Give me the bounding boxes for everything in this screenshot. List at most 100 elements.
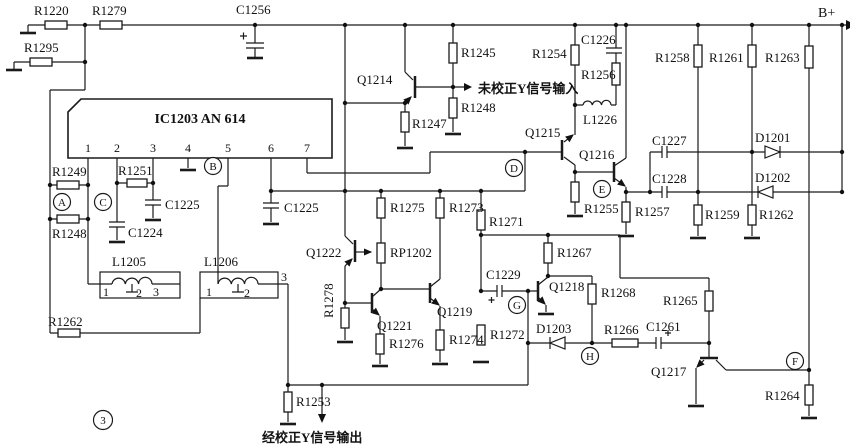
label-d1203: D1203 bbox=[536, 321, 571, 336]
resistor-R1258 bbox=[693, 44, 703, 68]
l1205-pin2: 2 bbox=[136, 286, 142, 300]
label-c1229: C1229 bbox=[486, 267, 521, 282]
test-point-markers: A B C D E F G H 3 bbox=[52, 156, 805, 431]
label-r1248a: R1248 bbox=[52, 226, 87, 241]
resistor-R1264 bbox=[804, 384, 814, 406]
resistor-R1295 bbox=[29, 57, 53, 67]
label-r1249: R1249 bbox=[52, 164, 87, 179]
test-point-H: H bbox=[580, 346, 600, 366]
label-r1263: R1263 bbox=[765, 50, 800, 65]
label-q1219: Q1219 bbox=[437, 304, 472, 319]
label-q1214: Q1214 bbox=[357, 72, 393, 87]
svg-text:H: H bbox=[586, 351, 594, 363]
test-point-B: B bbox=[203, 156, 223, 176]
label-r1248b: R1248 bbox=[461, 100, 496, 115]
label-c1226: C1226 bbox=[581, 32, 616, 47]
label-b-plus: B+ bbox=[818, 6, 835, 21]
label-c1225b: C1225 bbox=[284, 200, 319, 215]
label-r1271: R1271 bbox=[489, 214, 524, 229]
l1206-pin2: 2 bbox=[244, 286, 250, 300]
label-r1251: R1251 bbox=[118, 163, 153, 178]
resistor-R1268 bbox=[587, 283, 597, 305]
svg-text:G: G bbox=[513, 300, 521, 312]
label-r1257: R1257 bbox=[635, 204, 670, 219]
label-r1254: R1254 bbox=[532, 46, 567, 61]
transistor-bars bbox=[353, 76, 718, 360]
l1205-pin1: 1 bbox=[103, 285, 109, 299]
label-q1218: Q1218 bbox=[549, 279, 584, 294]
label-r1261: R1261 bbox=[709, 50, 744, 65]
ic-pin-6: 6 bbox=[268, 141, 274, 155]
resistor-R1276 bbox=[375, 333, 385, 355]
inductor-L1205-can bbox=[99, 271, 181, 299]
diode-D1203 bbox=[548, 336, 566, 350]
c1256-polarity bbox=[240, 32, 247, 40]
label-c1261: C1261 bbox=[646, 319, 681, 334]
input-signal-arrow bbox=[464, 83, 472, 91]
label-r1259: R1259 bbox=[705, 207, 740, 222]
test-point-E: E bbox=[592, 179, 612, 199]
label-output-cn: 经校正Y信号输出 bbox=[262, 430, 362, 445]
resistor-R1257 bbox=[621, 201, 631, 223]
resistor-R1256 bbox=[611, 62, 621, 86]
label-c1225a: C1225 bbox=[165, 197, 200, 212]
resistor-R1220 bbox=[44, 20, 68, 30]
diode-D1201 bbox=[764, 145, 782, 159]
l1205-pin3: 3 bbox=[153, 285, 159, 299]
label-rp1202: RP1202 bbox=[390, 245, 432, 260]
label-q1222: Q1222 bbox=[306, 245, 341, 260]
label-r1264: R1264 bbox=[765, 388, 800, 403]
page-number-badge: 3 bbox=[92, 409, 114, 431]
svg-text:E: E bbox=[599, 184, 606, 196]
resistor-R1248b bbox=[448, 97, 458, 119]
inductor-L1206-can bbox=[199, 271, 279, 299]
ic-pin-3: 3 bbox=[150, 141, 156, 155]
resistor-R1265 bbox=[704, 290, 714, 312]
svg-text:D: D bbox=[510, 163, 518, 175]
resistor-R1263 bbox=[804, 45, 814, 69]
bplus-arrow bbox=[846, 20, 850, 30]
resistor-R1274 bbox=[435, 329, 445, 351]
resistor-R1259 bbox=[693, 204, 703, 226]
label-r1267: R1267 bbox=[557, 245, 592, 260]
ic-pin-5: 5 bbox=[225, 141, 231, 155]
label-q1215: Q1215 bbox=[525, 125, 560, 140]
l1206-pin3: 3 bbox=[281, 270, 287, 284]
resistor-R1271 bbox=[476, 209, 486, 231]
junction-dots bbox=[47, 22, 845, 388]
label-r1258: R1258 bbox=[655, 50, 690, 65]
resistor-R1253 bbox=[283, 391, 293, 413]
label-r1268: R1268 bbox=[601, 285, 636, 300]
ic-box bbox=[67, 98, 333, 159]
resistor-R1275 bbox=[376, 197, 386, 219]
ic-pin-1: 1 bbox=[85, 141, 91, 155]
resistor-R1273 bbox=[435, 197, 445, 219]
svg-text:C: C bbox=[99, 197, 106, 209]
resistor-R1245 bbox=[448, 42, 458, 64]
resistor-R1272 bbox=[476, 324, 486, 346]
label-r1262b: R1262 bbox=[759, 207, 794, 222]
resistor-R1279 bbox=[99, 20, 123, 30]
resistor-R1278 bbox=[340, 307, 350, 329]
label-r1279: R1279 bbox=[92, 3, 127, 18]
svg-text:A: A bbox=[58, 197, 66, 209]
resistor-R1251 bbox=[126, 178, 148, 188]
test-point-D: D bbox=[504, 158, 524, 178]
svg-text:B: B bbox=[209, 161, 216, 173]
wires bbox=[13, 24, 846, 422]
label-c1224: C1224 bbox=[128, 225, 163, 240]
l1206-pin1: 1 bbox=[206, 285, 212, 299]
test-point-A: A bbox=[52, 192, 72, 212]
test-point-F: F bbox=[785, 351, 805, 371]
test-point-C: C bbox=[93, 192, 113, 212]
label-q1216: Q1216 bbox=[579, 147, 615, 162]
label-r1262a: R1262 bbox=[48, 314, 83, 329]
label-l1206: L1206 bbox=[204, 254, 238, 269]
label-r1256: R1256 bbox=[581, 67, 616, 82]
test-point-G: G bbox=[507, 295, 527, 315]
label-r1266: R1266 bbox=[604, 322, 639, 337]
svg-text:3: 3 bbox=[100, 415, 106, 427]
label-r1273: R1273 bbox=[449, 200, 484, 215]
label-input-cn: 未校正Y信号输入 bbox=[477, 81, 578, 96]
